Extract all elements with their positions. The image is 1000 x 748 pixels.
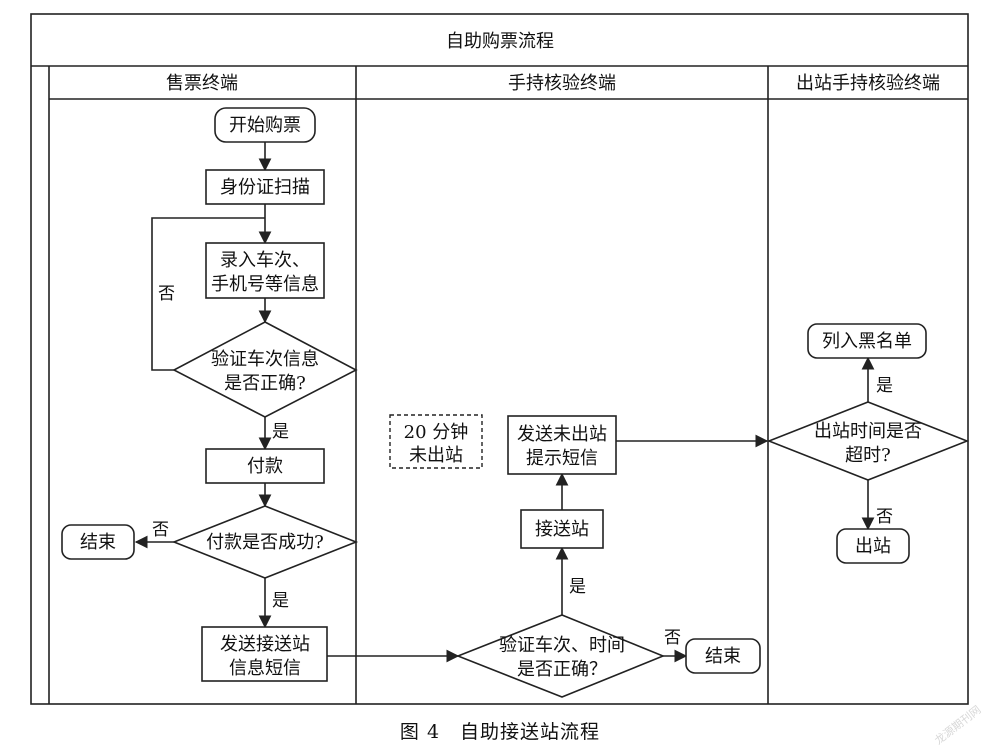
exit-node	[836, 528, 910, 564]
note-label-line1: 20 分钟	[404, 422, 469, 443]
pay-decision	[171, 505, 359, 579]
exit-time-decision	[766, 401, 970, 481]
end-label-2: 结束	[705, 646, 741, 667]
send-label-line2: 信息短信	[229, 658, 301, 679]
remind-label-line2: 提示短信	[526, 448, 598, 469]
verify2-label-line2: 是否正确？	[517, 659, 607, 680]
edge-label-yes-verify2: 是	[569, 577, 586, 597]
input-label-line1: 录入车次、	[220, 250, 310, 271]
input-node	[205, 242, 325, 299]
lane-header-exit: 出站手持核验终端	[796, 73, 940, 94]
lane-header-ticket: 售票终端	[166, 73, 238, 94]
timeout-note	[389, 414, 483, 469]
start-label: 开始购票	[229, 115, 301, 136]
diagram-title: 自助购票流程	[446, 31, 554, 52]
edge-label-yes-exit: 是	[876, 376, 893, 396]
end-node-2	[685, 638, 761, 674]
pay-decision-label: 付款是否成功?	[206, 532, 324, 553]
outer-frame	[30, 13, 969, 705]
start-node	[214, 107, 316, 143]
exit-check-label-line2: 超时?	[845, 445, 891, 466]
scan-label: 身份证扫描	[220, 177, 310, 198]
edge-label-yes-pay: 是	[272, 591, 289, 611]
end-label-1: 结束	[80, 532, 116, 553]
verify-label-line2: 是否正确?	[224, 373, 306, 394]
exit-check-label-line1: 出站时间是否	[814, 421, 922, 442]
pay-node	[205, 448, 325, 484]
watermark: 龙源期刊网	[932, 702, 984, 747]
pay-label: 付款	[247, 456, 283, 477]
end-node-1	[61, 524, 135, 560]
exit-label: 出站	[855, 536, 891, 557]
edge-label-no-exit: 否	[876, 507, 893, 527]
pickup-label: 接送站	[535, 519, 589, 540]
scan-node	[205, 169, 325, 205]
connectors	[134, 142, 875, 663]
verify2-label-line1: 验证车次、时间	[499, 635, 625, 656]
figure-caption: 图 4 自助接送站流程	[400, 721, 600, 743]
note-label-line2: 未出站	[409, 445, 463, 466]
edge-label-no-verify: 否	[158, 284, 175, 304]
swimlane-frame	[30, 13, 969, 705]
input-label-line2: 手机号等信息	[211, 274, 319, 295]
remind-node	[507, 415, 617, 475]
edge-label-no-verify2: 否	[664, 628, 681, 648]
remind-label-line1: 发送未出站	[517, 424, 607, 445]
lane-header-handheld: 手持核验终端	[508, 73, 616, 94]
edge-label-no-pay: 否	[152, 520, 169, 540]
verify-label-line1: 验证车次信息	[211, 349, 319, 370]
blacklist-node	[807, 323, 927, 359]
pickup-node	[520, 509, 604, 549]
send-label-line1: 发送接送站	[220, 634, 310, 655]
verify2-decision	[455, 614, 666, 698]
send-node	[201, 626, 328, 682]
edge-label-yes-verify: 是	[272, 422, 289, 442]
blacklist-label: 列入黑名单	[822, 331, 912, 352]
verify-decision	[172, 321, 358, 418]
